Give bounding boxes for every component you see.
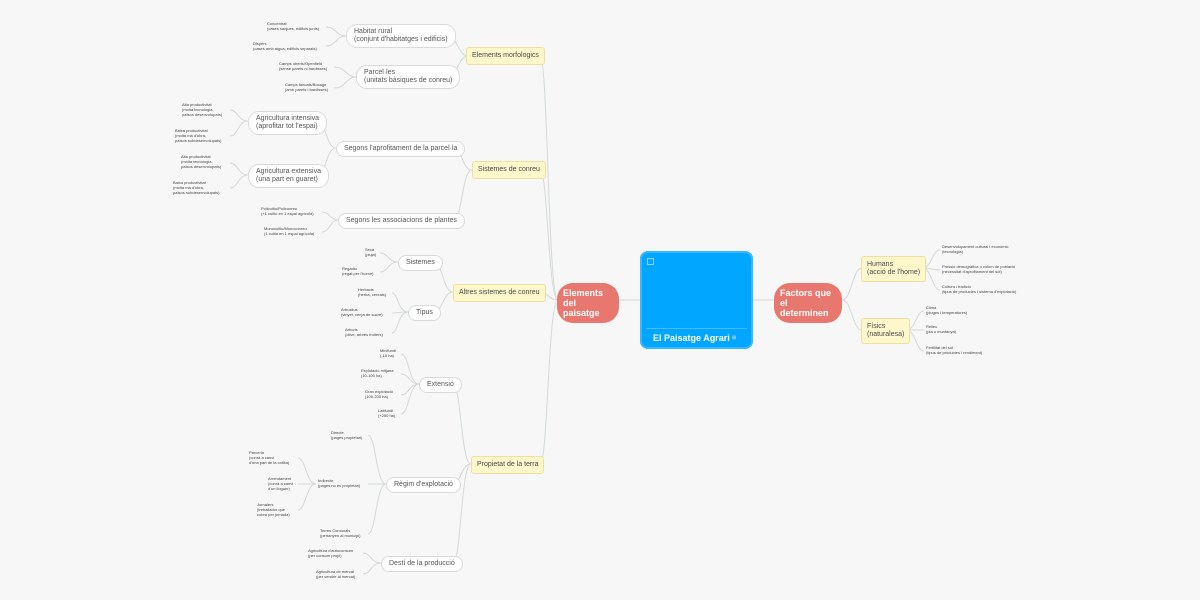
topic-fisics[interactable]: Físics (naturalesa) [861, 318, 911, 344]
leaf-jornalers[interactable]: Jornalers (treballador que cobra per jor… [257, 502, 290, 517]
topic-desti-produccio[interactable]: Destí de la producció [381, 556, 463, 572]
leaf-latifundi[interactable]: Latifundi (+250 ha) [378, 408, 396, 418]
topic-elements-morfologics[interactable]: Elements morfologics [466, 47, 545, 65]
topic-propietat-terra[interactable]: Propietat de la terra [471, 456, 545, 474]
leaf-intensiva-baixa[interactable]: Baixa productivitat (molta mà d'obra, pa… [175, 128, 222, 143]
leaf-concentrat[interactable]: Concentrat (cases sanjues, edificis junt… [267, 21, 320, 31]
leaf-cultura-tradicio[interactable]: Cultura i tradició (tipus de productes i… [942, 284, 1017, 294]
topic-associacions[interactable]: Segons les associacions de plantes [338, 213, 465, 229]
leaf-minifundi[interactable]: Minifundi (-10 ha) [380, 348, 397, 358]
leaf-seca[interactable]: Secà (pluja) [365, 247, 377, 257]
leaf-gran-explotacio[interactable]: Gran explotació (100-200 ha) [365, 389, 394, 399]
leaf-camps-tancats[interactable]: Camps tancats/Bocage (amb parets i bardi… [285, 82, 328, 92]
topic-regim-explotacio[interactable]: Règim d'explotació [386, 477, 461, 493]
main-topic-elements[interactable]: Elements del paisatge [557, 283, 619, 323]
leaf-camps-oberts[interactable]: Camps oberts/Openfield (sense parets ni … [279, 61, 328, 71]
leaf-dispers[interactable]: Dispers (cases amb aigua, edificis separ… [253, 41, 317, 51]
leaf-desenvolupament[interactable]: Desenvolupament cultural i econòmic (tec… [942, 244, 1009, 254]
leaf-policultiu[interactable]: Policultiu/Policonreu (+1 cultiu en 1 es… [261, 206, 314, 216]
topic-extensio[interactable]: Extensió [419, 377, 462, 393]
broken-image-icon [647, 258, 654, 265]
central-topic[interactable]: El Paisatge Agrari ⊞ [640, 251, 753, 349]
leaf-herbacis[interactable]: Herbacis (herba, cereals) [358, 287, 387, 297]
link-icon[interactable]: ⊞ [732, 335, 737, 341]
leaf-arbustius[interactable]: Arbustius (vinyet, cerça de sucre) [341, 307, 383, 317]
leaf-arboris[interactable]: Arboris (olive, arbres fruiters) [345, 327, 383, 337]
topic-agricultura-intensiva[interactable]: Agricultura intensiva (aprofitar tot l'e… [248, 111, 328, 135]
leaf-mercat[interactable]: Agricultura de mercat (per vendre al mer… [316, 569, 356, 579]
leaf-explotacio-mitjana[interactable]: Explotació mitjana (10-100 ha) [361, 368, 394, 378]
leaf-fertilitat[interactable]: Fertilitat del sòl (tipus de productes i… [926, 345, 983, 355]
leaf-clima[interactable]: Clima (pluges i temperatures) [926, 305, 968, 315]
leaf-autoconsum[interactable]: Agricultura d'autoconsum (per consum pro… [308, 548, 354, 558]
topic-tipus[interactable]: Tipus [408, 305, 441, 321]
leaf-directe[interactable]: Directe (pagès propietari) [331, 430, 363, 440]
leaf-terres-comunals[interactable]: Terres Comunals (pertanyen al municipi) [320, 528, 361, 538]
leaf-pressio-demografica[interactable]: Pressió demogràfica o volum de població … [942, 264, 1016, 274]
topic-sistemes-conreu[interactable]: Sistemes de conreu [472, 161, 546, 179]
leaf-arrendament[interactable]: Arrendament (conrà a canvi d'un lloguer) [268, 476, 294, 491]
leaf-extensiva-baixa[interactable]: Baixa productivitat (molta mà d'obra, pa… [173, 180, 220, 195]
central-title: El Paisatge Agrari [653, 333, 730, 343]
leaf-relleu[interactable]: Relleu (pla o muntanya) [926, 324, 957, 334]
topic-agricultura-extensiva[interactable]: Agricultura extensiva (una part en guare… [248, 164, 329, 188]
topic-aprofitament[interactable]: Segons l'aprofitament de la parcel·la [336, 141, 466, 157]
leaf-parceria[interactable]: Parceria (conrà a canvi d'una part de la… [249, 450, 290, 465]
topic-habitat-rural[interactable]: Habitat rural (conjunt d'habitatges i ed… [346, 24, 456, 48]
topic-parceles[interactable]: Parcel·les (unitats bàsiques de conreu) [356, 65, 461, 89]
main-topic-factors[interactable]: Factors que el determinen [774, 283, 842, 323]
leaf-monocultiu[interactable]: Monocultiu/Monoconreu (1 cultiu en 1 esp… [264, 226, 315, 236]
topic-sistemes[interactable]: Sistemes [398, 255, 443, 271]
topic-humans[interactable]: Humans (acció de l'home) [861, 256, 927, 282]
leaf-regadiu[interactable]: Regadiu (regat per l'home) [342, 266, 374, 276]
leaf-indirecte[interactable]: Indirecte (pagès no és propietari) [318, 478, 361, 488]
central-image [646, 257, 747, 329]
leaf-extensiva-alta[interactable]: Alta productivitat (molta tecnologia, pa… [181, 154, 222, 169]
topic-altres-sistemes[interactable]: Altres sistemes de conreu [453, 284, 546, 302]
leaf-intensiva-alta[interactable]: Alta productivitat (molta tecnologia, pa… [182, 102, 223, 117]
